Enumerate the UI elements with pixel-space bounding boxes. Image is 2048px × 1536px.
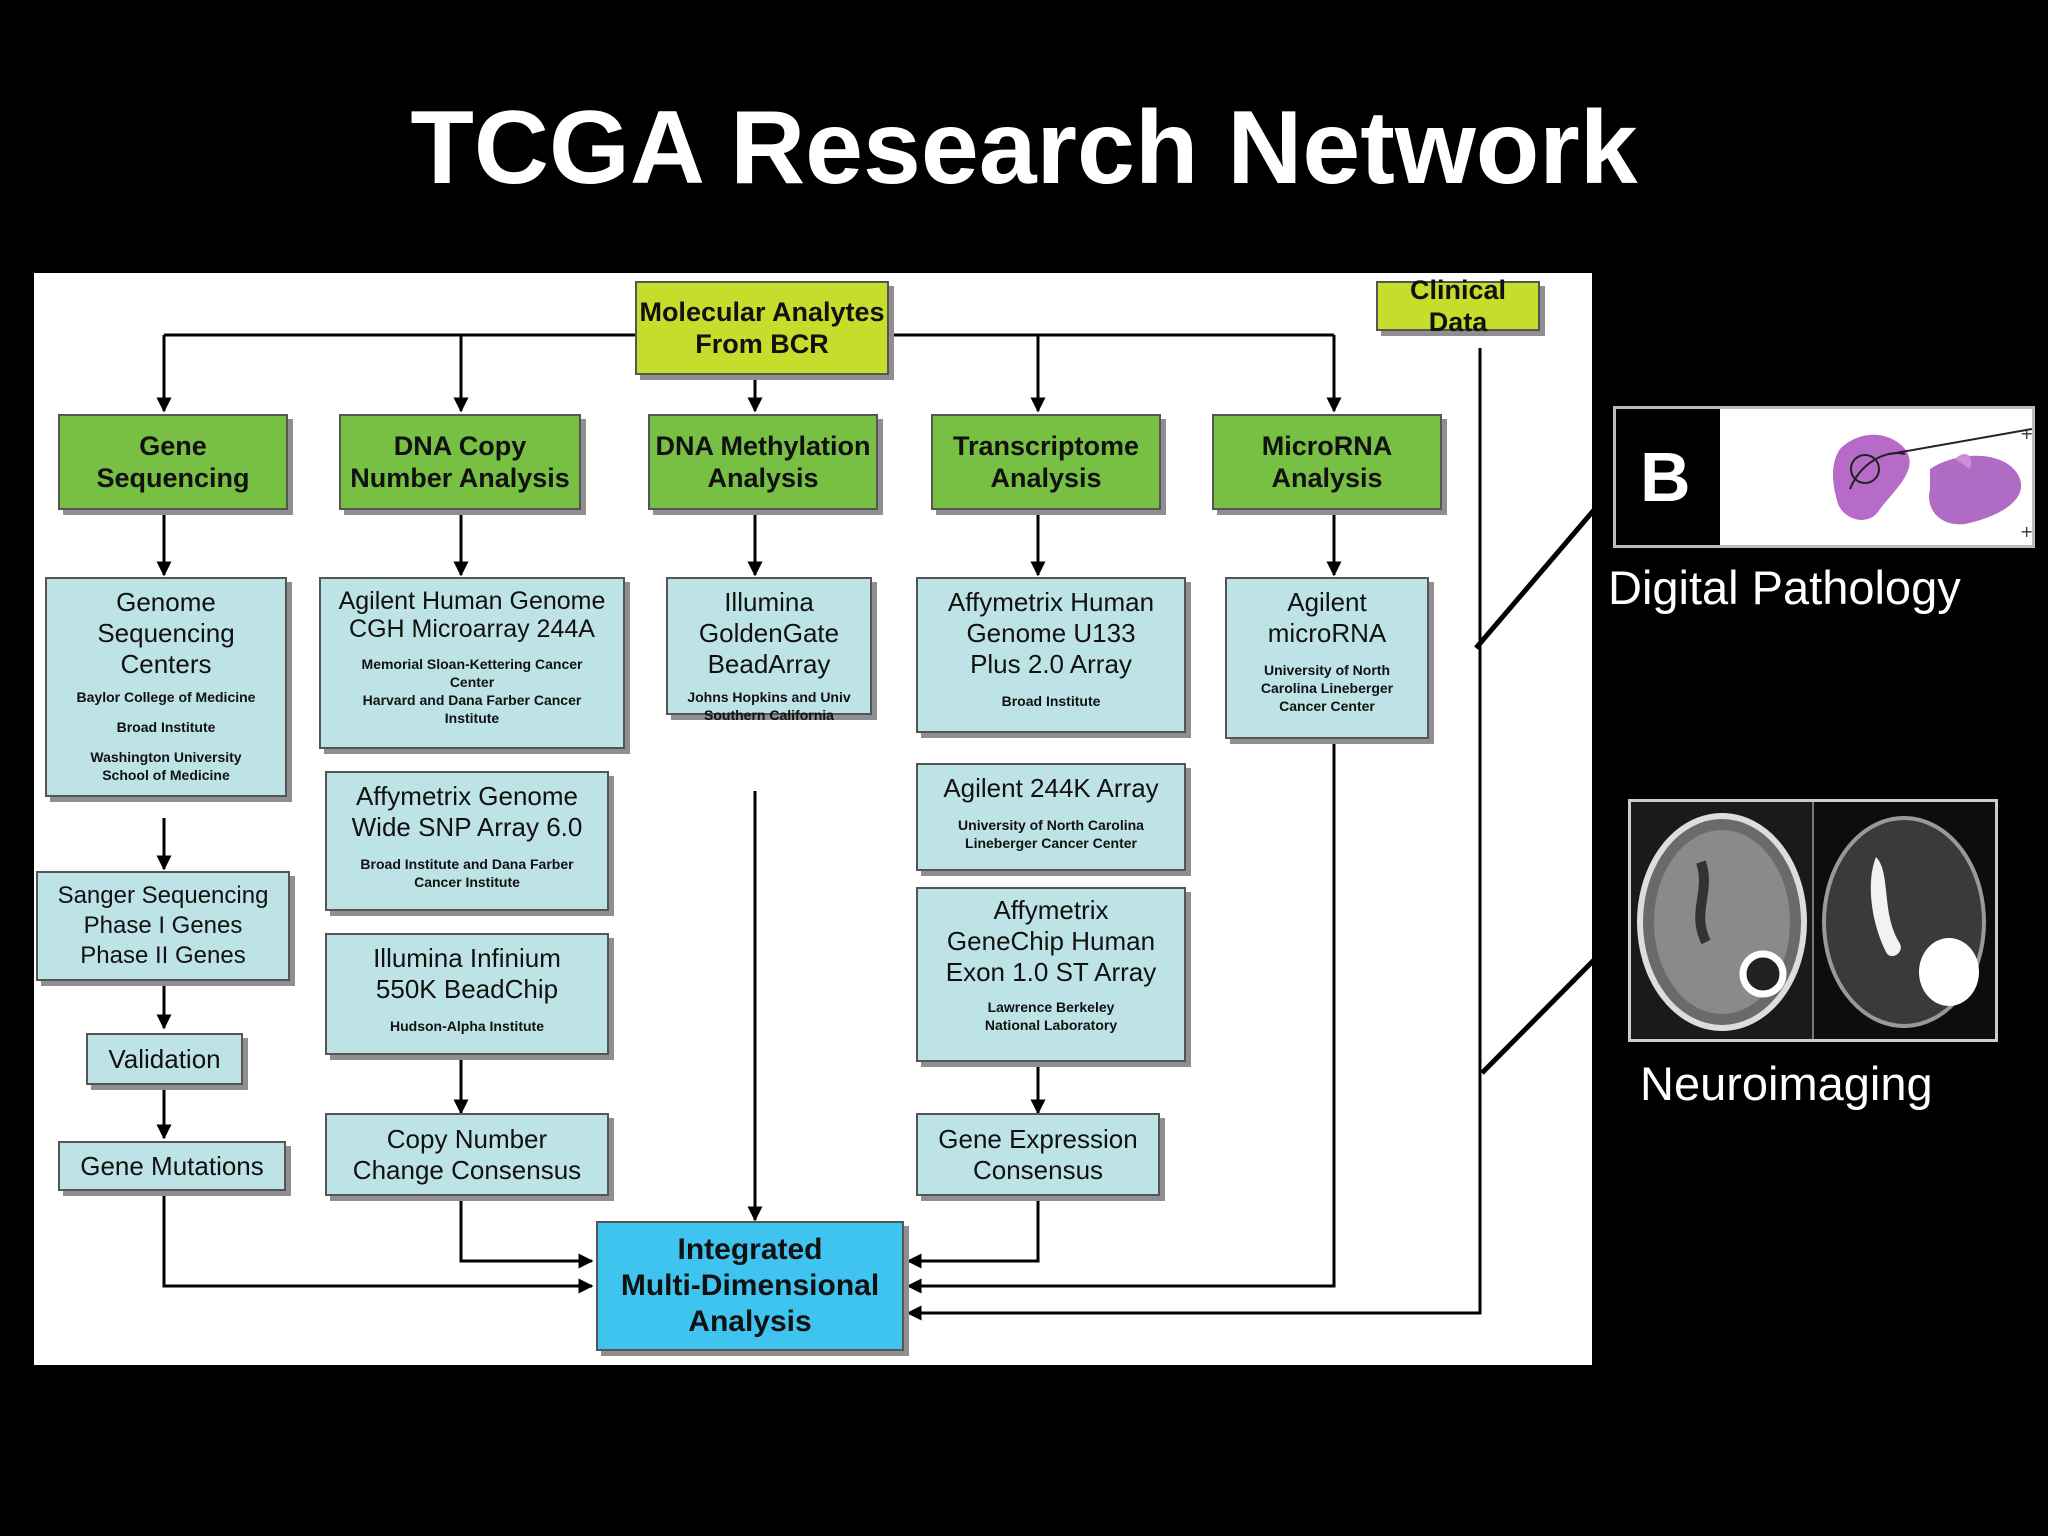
institution: Lawrence Berkeley National Laboratory (984, 999, 1118, 1033)
agilent-cgh-box: Agilent Human Genome CGH Microarray 244A… (319, 577, 625, 749)
diagram-panel: Molecular Analytes From BCR Clinical Dat… (34, 273, 1592, 1365)
gene-expression-consensus-box: Gene Expression Consensus (916, 1113, 1160, 1196)
sanger-sequencing-box: Sanger Sequencing Phase I Genes Phase II… (36, 871, 290, 981)
illumina-infinium-box: Illumina Infinium 550K BeadChip Hudson-A… (325, 933, 609, 1055)
pathology-label-block (1616, 409, 1720, 545)
path-copy-integrated (459, 1196, 594, 1269)
digital-pathology-image: B + + (1613, 406, 2035, 548)
validation-box: Validation (86, 1033, 243, 1085)
gene-mutations-box: Gene Mutations (58, 1141, 286, 1191)
illumina-goldengate-box: Illumina GoldenGate BeadArray Johns Hopk… (666, 577, 872, 723)
box-title: Affymetrix Human Genome U133 Plus 2.0 Ar… (947, 587, 1155, 679)
agilent-microrna-box: Agilent microRNA University of North Car… (1225, 577, 1429, 739)
dna-copy-number-box: DNA Copy Number Analysis (339, 414, 581, 510)
box-title: Agilent 244K Array (943, 773, 1159, 803)
tissue-section-graphic: + + (1833, 424, 2032, 541)
affymetrix-snp-box: Affymetrix Genome Wide SNP Array 6.0 Bro… (325, 771, 609, 911)
genome-sequencing-centers-box: Genome Sequencing Centers Baylor College… (45, 577, 287, 797)
institution: Broad Institute (116, 719, 216, 735)
gene-sequencing-box: Gene Sequencing (58, 414, 288, 510)
affymetrix-exon-box: Affymetrix GeneChip Human Exon 1.0 ST Ar… (916, 887, 1186, 1062)
neuro-connector (1480, 958, 1596, 1075)
neuroimaging-image (1628, 799, 1998, 1042)
digital-pathology-label: Digital Pathology (1608, 561, 1961, 614)
box-title: Affymetrix Genome Wide SNP Array 6.0 (351, 781, 583, 842)
institution: Broad Institute and Dana Farber Cancer I… (360, 856, 574, 890)
institution: University of North Carolina Lineberger … (1260, 662, 1394, 714)
institution: Hudson-Alpha Institute (390, 1018, 544, 1034)
svg-text:+: + (2020, 522, 2032, 541)
molecular-analytes-box: Molecular Analytes From BCR (635, 281, 889, 375)
pathology-letter: B (1640, 438, 1691, 516)
box-title: Agilent microRNA (1267, 587, 1387, 648)
box-title: Affymetrix GeneChip Human Exon 1.0 ST Ar… (945, 895, 1157, 987)
integrated-analysis-box: Integrated Multi-Dimensional Analysis (596, 1221, 904, 1351)
box-title: Agilent Human Genome CGH Microarray 244A (338, 587, 606, 643)
box-title: Illumina GoldenGate BeadArray (698, 587, 840, 679)
clinical-data-box: Clinical Data (1376, 275, 1540, 337)
dna-methylation-box: DNA Methylation Analysis (648, 414, 878, 510)
affymetrix-u133-box: Affymetrix Human Genome U133 Plus 2.0 Ar… (916, 577, 1186, 733)
neuroimaging-label: Neuroimaging (1640, 1057, 1933, 1110)
path-expr-integrated (906, 1196, 1040, 1269)
pathology-connector (1474, 508, 1596, 650)
institution: Baylor College of Medicine (76, 689, 256, 705)
microrna-box: MicroRNA Analysis (1212, 414, 1442, 510)
path-mirna-integrated (906, 740, 1336, 1294)
agilent-244k-box: Agilent 244K Array University of North C… (916, 763, 1186, 871)
institution: Broad Institute (1001, 693, 1101, 709)
brain-mri-graphic (1631, 802, 1995, 1039)
institution: Washington University School of Medicine (90, 749, 242, 783)
slide-title: TCGA Research Network (410, 90, 1638, 206)
connector-lines (156, 333, 1482, 1321)
copy-number-consensus-box: Copy Number Change Consensus (325, 1113, 609, 1196)
box-title: Genome Sequencing Centers (97, 587, 235, 679)
transcriptome-box: Transcriptome Analysis (931, 414, 1161, 510)
path-clinical-integrated (906, 348, 1482, 1321)
box-title: Illumina Infinium 550K BeadChip (373, 943, 561, 1004)
institution: Memorial Sloan-Kettering Cancer Center H… (361, 656, 583, 726)
svg-text:+: + (2020, 424, 2032, 443)
institution: University of North Carolina Lineberger … (958, 817, 1144, 851)
path-mutations-integrated (162, 1191, 594, 1294)
institution: Johns Hopkins and Univ Southern Californ… (687, 689, 851, 723)
